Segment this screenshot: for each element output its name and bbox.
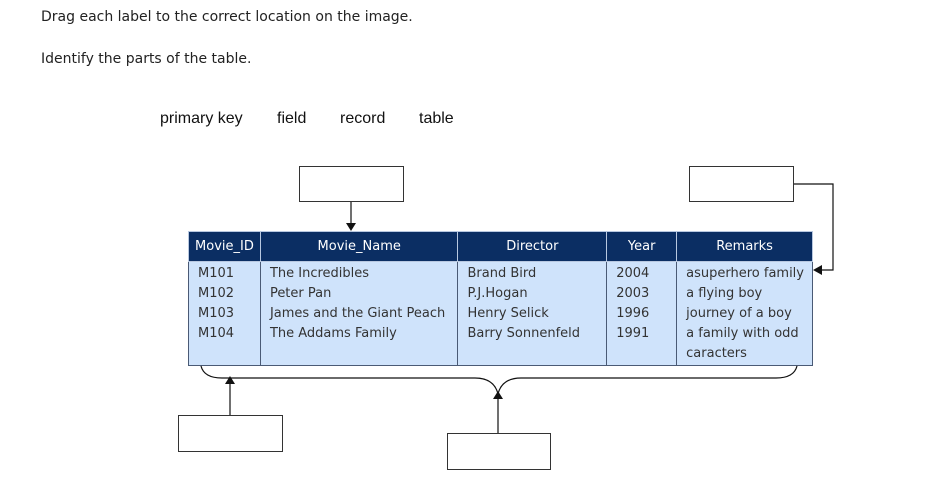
arrow-head-to-id-column — [225, 376, 235, 384]
table-header-row: Movie_ID Movie_Name Director Year Remark… — [188, 231, 813, 262]
cell-movie-name: The Incredibles — [259, 261, 459, 284]
cell-remarks: journey of a boy — [676, 304, 813, 324]
column-header-year: Year — [606, 231, 678, 262]
draggable-label-table[interactable]: table — [419, 110, 454, 127]
cell-movie-name: Peter Pan — [259, 284, 459, 304]
drop-target-column-header[interactable] — [299, 166, 404, 202]
table-row: M102 Peter Pan P.J.Hogan 2003 a flying b… — [188, 284, 813, 304]
cell-movie-name: James and the Giant Peach — [259, 304, 459, 324]
cell-director: P.J.Hogan — [457, 284, 608, 304]
cell-movie-id: M103 — [188, 304, 261, 324]
cell-movie-id: M101 — [188, 261, 261, 284]
column-header-movie-id: Movie_ID — [188, 231, 261, 262]
column-header-director: Director — [457, 231, 608, 262]
cell-movie-id: M102 — [188, 284, 261, 304]
arrow-line-to-row — [794, 183, 834, 271]
cell-year: 2004 — [606, 261, 678, 284]
instruction-identify: Identify the parts of the table. — [41, 51, 252, 67]
arrow-head-to-row — [813, 265, 822, 275]
cell-director: Brand Bird — [457, 261, 608, 284]
arrow-head-to-header — [346, 223, 356, 231]
instruction-drag: Drag each label to the correct location … — [41, 9, 413, 25]
column-header-movie-name: Movie_Name — [259, 231, 459, 262]
draggable-label-primary-key[interactable]: primary key — [160, 110, 243, 127]
cell-remarks: a flying boy — [676, 284, 813, 304]
table-row: M101 The Incredibles Brand Bird 2004 asu… — [188, 261, 813, 284]
column-header-remarks: Remarks — [676, 231, 813, 262]
table-row: M104 The Addams Family Barry Sonnenfeld … — [188, 324, 813, 366]
cell-remarks: a family with odd caracters — [676, 324, 813, 366]
cell-movie-name: The Addams Family — [259, 324, 459, 366]
cell-remarks: asuperhero family — [676, 261, 813, 284]
drop-target-id-column[interactable] — [178, 415, 283, 452]
draggable-label-field[interactable]: field — [277, 110, 307, 127]
arrow-head-to-brace — [493, 391, 503, 399]
movies-table: Movie_ID Movie_Name Director Year Remark… — [188, 231, 813, 366]
table-brace — [200, 365, 798, 395]
cell-movie-id: M104 — [188, 324, 261, 366]
drop-target-row[interactable] — [689, 166, 794, 202]
table-row: M103 James and the Giant Peach Henry Sel… — [188, 304, 813, 324]
draggable-label-record[interactable]: record — [340, 110, 386, 127]
drop-target-whole-table[interactable] — [447, 433, 551, 470]
cell-year: 1991 — [606, 324, 678, 366]
